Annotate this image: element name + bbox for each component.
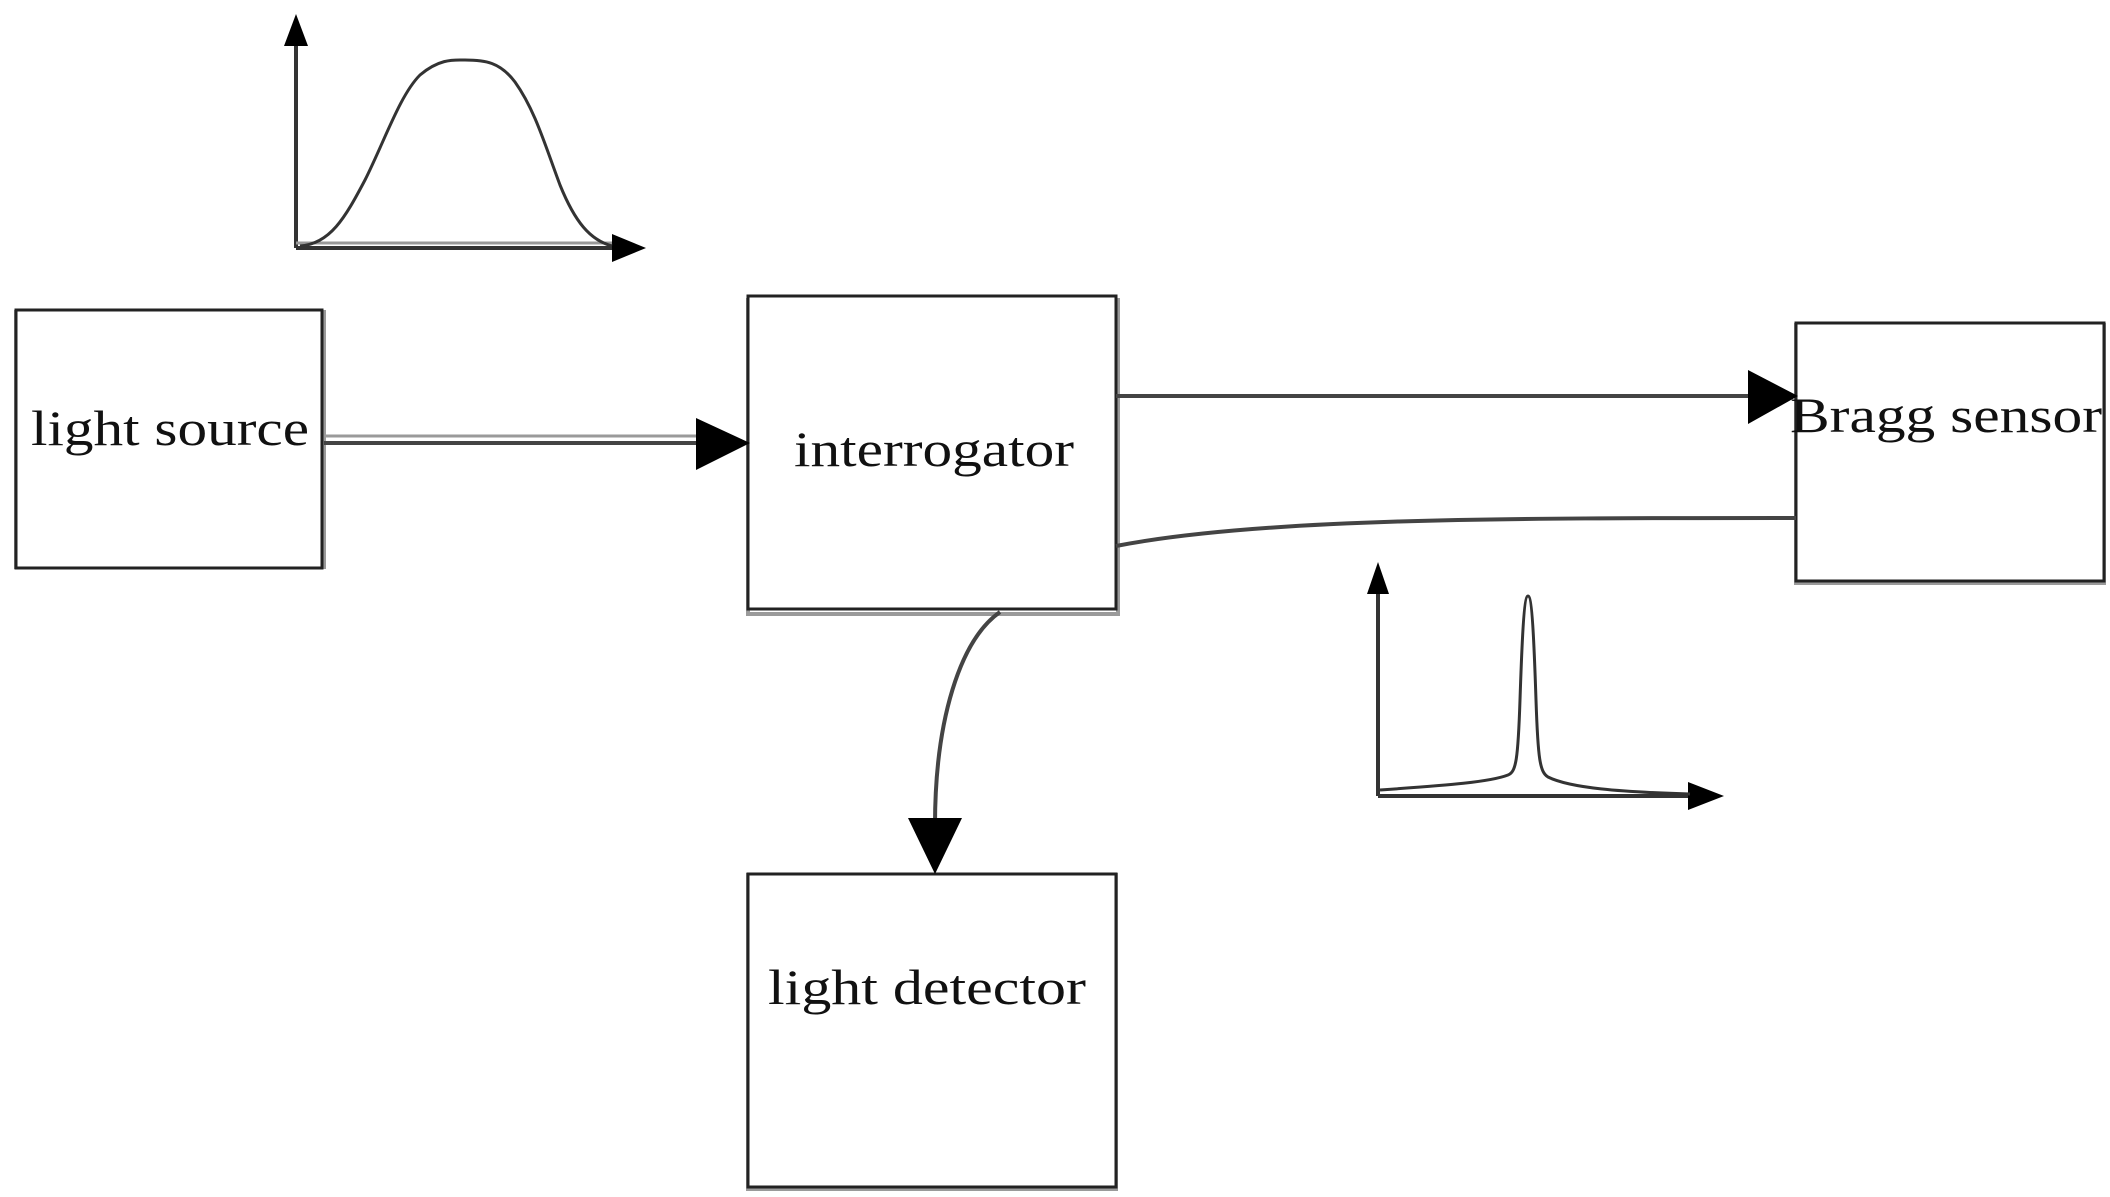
light-detector-box [746, 872, 1118, 1189]
source-spectrum-y-arrowhead [284, 14, 308, 46]
source-spectrum-x-arrowhead [612, 234, 646, 262]
light-source-box [14, 308, 324, 570]
connector-source-to-interrogator [324, 418, 750, 470]
connector-sensor-return-path [1115, 516, 1797, 548]
light-detector-block: light detector [746, 872, 1118, 1191]
light-detector-label: light detector [768, 959, 1086, 1015]
connector-interrogator-to-sensor-arrowhead [1748, 370, 1798, 424]
source-spectrum-inset [284, 14, 646, 262]
bragg-sensor-block: Bragg sensor [1790, 321, 2106, 585]
reflected-spectrum-inset [1367, 562, 1724, 810]
light-source-label: light source [31, 400, 309, 456]
interrogator-label: interrogator [794, 421, 1074, 477]
bragg-sensor-label: Bragg sensor [1790, 387, 2102, 443]
bragg-sensor-box [1794, 321, 2106, 583]
source-spectrum-curve [299, 58, 613, 248]
interrogator-box [746, 294, 1118, 611]
connector-interrogator-to-sensor [1116, 370, 1798, 424]
connector-interrogator-to-detector-line [933, 610, 1002, 826]
connector-interrogator-to-detector [908, 610, 1002, 874]
reflected-spectrum-x-arrowhead [1688, 782, 1724, 810]
connector-source-to-interrogator-arrowhead [696, 418, 750, 470]
interrogator-block: interrogator [746, 294, 1120, 616]
reflected-spectrum-peak [1379, 594, 1691, 796]
connector-interrogator-to-detector-arrowhead [908, 818, 962, 874]
reflected-spectrum-y-arrowhead [1367, 562, 1389, 594]
light-source-block: light source [14, 308, 326, 570]
